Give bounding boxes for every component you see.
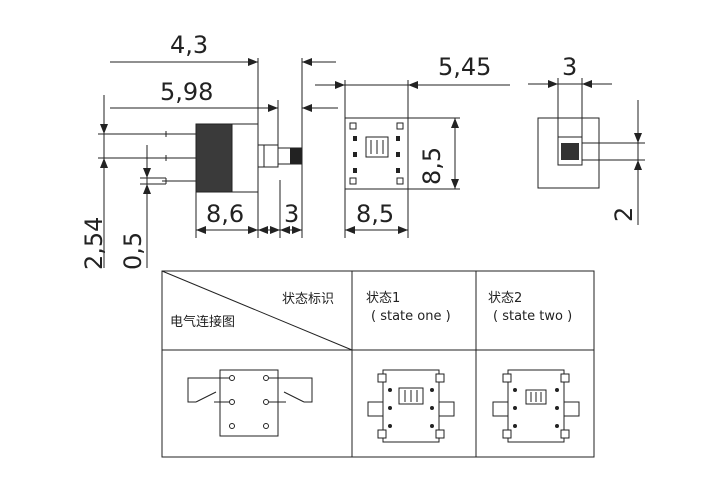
state2-subtitle: ( state two ): [493, 309, 572, 324]
state1-subtitle: ( state one ): [371, 309, 451, 324]
header-electrical-diagram: 电气连接图: [170, 314, 235, 330]
state2-diagram: [492, 369, 580, 443]
side-view: [162, 123, 303, 193]
state1-title: 状态1: [366, 291, 400, 306]
dim-5-98: 5,98: [160, 78, 213, 106]
dim-0-5: 0,5: [119, 232, 147, 270]
electrical-diagram: [187, 369, 313, 437]
dim-3-top: 3: [562, 53, 577, 81]
top-dimension-lines: [110, 58, 338, 148]
dim-8-5-bottom: 8,5: [356, 200, 394, 228]
dim-8-5-side: 8,5: [418, 147, 446, 185]
front-view: [344, 117, 409, 190]
front-dimension-lines: [315, 80, 510, 238]
top-view-dimension-lines: [528, 78, 645, 225]
dim-8-6: 8,6: [206, 200, 244, 228]
connection-table: [161, 270, 595, 458]
state2-title: 状态2: [488, 291, 522, 306]
left-dimension-lines: [98, 95, 166, 268]
header-status-label: 状态标识: [282, 292, 334, 307]
dim-5-45: 5,45: [438, 53, 491, 81]
top-view: [537, 117, 600, 189]
bottom-dimension-lines: [195, 164, 303, 238]
dim-2: 2: [610, 207, 638, 222]
dim-2-54: 2,54: [80, 217, 108, 270]
dim-3-bottom: 3: [284, 200, 299, 228]
state1-diagram: [367, 369, 455, 443]
dim-4-3: 4,3: [170, 31, 208, 59]
